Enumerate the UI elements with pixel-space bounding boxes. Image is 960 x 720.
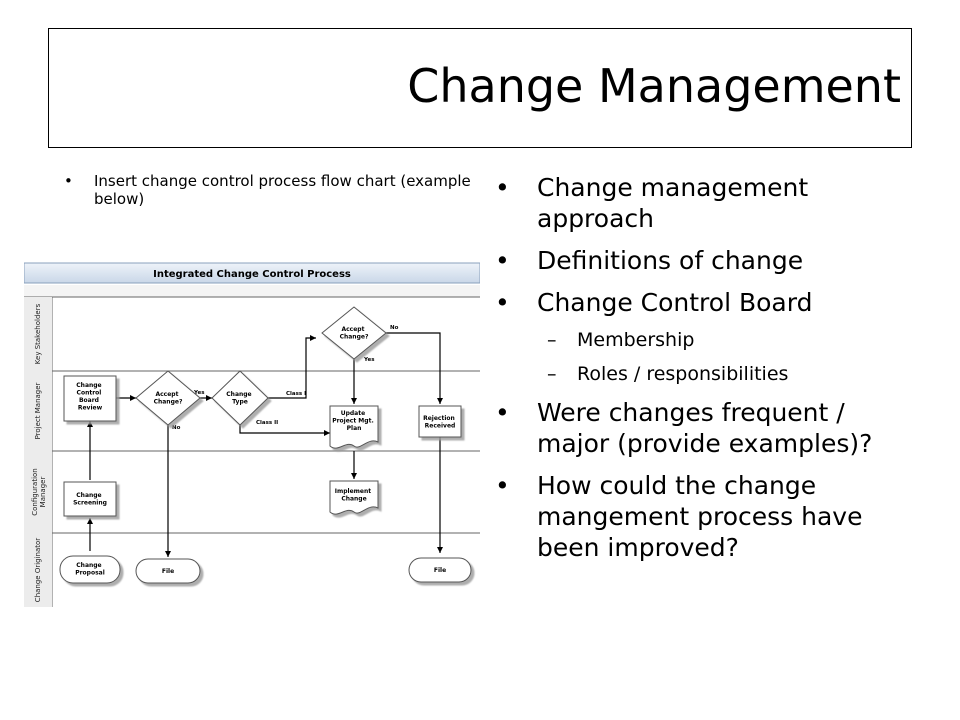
node-screening [63,481,117,517]
label-class-2: Class II [256,420,278,426]
lane-change-originator: Change Originator [34,538,42,602]
label-no-2: No [390,325,399,331]
node-ccb-review [63,375,117,422]
slide-title: Change Management [407,59,901,113]
topic-sub-bullet: –Membership [495,329,915,352]
bullet-icon: • [495,288,510,317]
bullet-icon: • [495,246,510,275]
node-file-right [408,557,472,583]
bullet-icon: • [495,398,510,427]
flowchart-note-text: Insert change control process flow chart… [94,172,471,208]
topic-bullet-text: Change Control Board [537,288,813,317]
topic-bullet-text: Roles / responsibilities [577,363,789,385]
topic-bullet-text: Definitions of change [537,246,804,275]
node-update-plan [329,405,379,449]
topic-bullet-text: How could the change mangement process h… [537,471,863,562]
change-control-flowchart: Integrated Change Control Process Key St… [24,262,480,607]
label-yes-2: Yes [363,357,375,363]
node-accept-ks [321,306,387,360]
lane-label-column [24,297,52,607]
node-ccb-review-label: Change Control Board Review [76,382,103,412]
topic-bullet-text: Change management approach [537,173,809,233]
topic-bullet-text: Membership [577,329,695,351]
lane-configuration-manager: ConfigurationManager [31,468,47,515]
header-spacer [24,285,480,297]
topic-bullet: • Definitions of change [495,245,915,276]
topic-bullet: • Change management approach [495,172,915,234]
bullet-icon: • [64,172,73,190]
topic-bullet: • Were changes frequent / major (provide … [495,397,915,459]
bullet-icon: • [495,471,510,500]
arrow-no-to-rejection [386,332,443,404]
lane-project-manager: Project Manager [34,382,42,439]
node-file-left [135,558,201,584]
node-implement-label: Implement Change [335,488,373,503]
node-accept-pm [135,370,201,426]
flowchart-title: Integrated Change Control Process [153,269,351,280]
node-change-type-label: Change Type [226,391,253,406]
label-no-1: No [172,425,181,431]
node-rejection [418,405,462,438]
node-proposal [59,555,121,584]
node-file-right-label: File [434,567,446,574]
flowchart-header [24,262,480,284]
node-accept-ks-label: Accept Change? [340,326,369,341]
node-proposal-label: Change Proposal [75,562,105,577]
node-change-type [211,370,269,426]
topic-list: • Change management approach • Definitions … [495,172,915,574]
topic-bullet: • Change Control Board [495,287,915,318]
lane-key-stakeholders: Key Stakeholders [34,303,42,364]
dash-icon: – [547,329,557,351]
topic-bullet: • How could the change mangement process … [495,470,915,563]
topic-bullet-text: Were changes frequent / major (provide e… [537,398,873,458]
node-file-left-label: File [162,568,174,575]
arrow-class2-to-update [239,425,330,436]
node-implement [329,480,379,515]
node-screening-label: Change Screening [73,492,107,507]
dash-icon: – [547,363,557,385]
label-class-1: Class I [286,391,306,397]
topic-sub-bullet: –Roles / responsibilities [495,363,915,386]
bullet-icon: • [495,173,510,202]
node-accept-pm-label: Accept Change? [154,391,183,406]
title-box: Change Management [48,28,912,148]
node-rejection-label: Rejection Received [423,415,457,430]
node-update-plan-label: Update Project Mgt. Plan [332,410,376,432]
arrow-class1-to-accept [264,335,316,399]
label-yes-1: Yes [193,390,205,396]
